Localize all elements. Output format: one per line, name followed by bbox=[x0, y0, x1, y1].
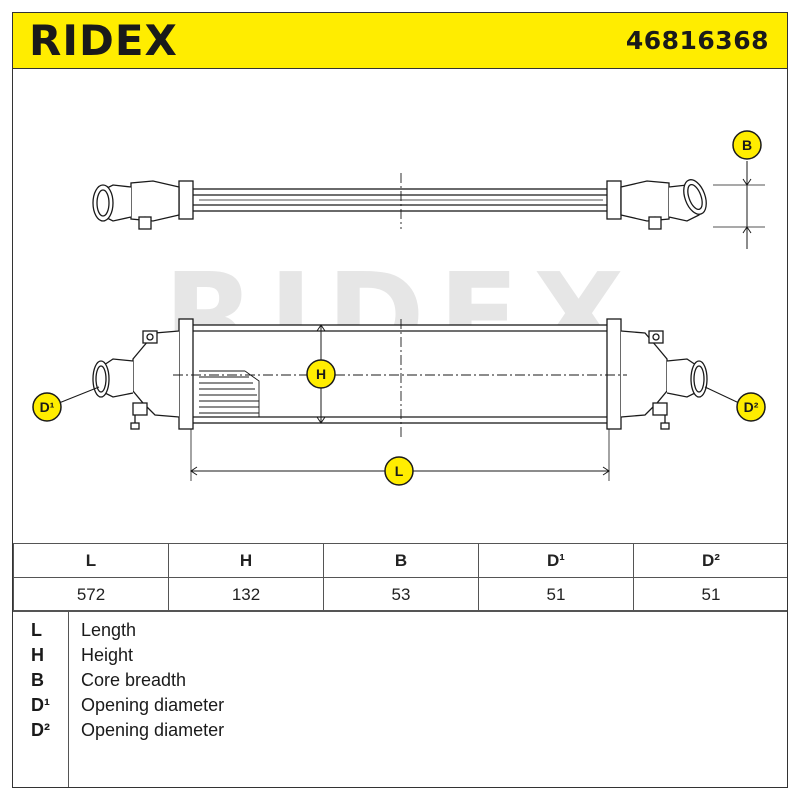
value-d1: 51 bbox=[478, 577, 634, 612]
value-h: 132 bbox=[168, 577, 324, 612]
legend-description: Opening diameter bbox=[81, 695, 225, 715]
part-number: 46816368 bbox=[625, 26, 769, 55]
header-d2: D² bbox=[633, 543, 787, 578]
badge-l: L bbox=[384, 456, 414, 486]
product-sheet: RIDEX 46816368 RIDEX bbox=[12, 12, 788, 788]
legend-description: Length bbox=[81, 620, 137, 640]
badge-d2: D² bbox=[736, 392, 766, 422]
dimensions-value-row: 572 132 53 51 51 bbox=[13, 577, 787, 612]
callout-d1 bbox=[58, 386, 100, 404]
callout-d2 bbox=[704, 386, 740, 404]
dimensions-table: L H B D¹ D² 572 132 53 51 51 bbox=[13, 543, 787, 612]
badge-d1: D¹ bbox=[32, 392, 62, 422]
legend-description: Height bbox=[81, 645, 134, 665]
svg-text:H: H bbox=[316, 366, 326, 382]
legend-code: D² bbox=[31, 720, 50, 740]
legend-item: B Core breadth bbox=[13, 670, 787, 695]
header-d1: D¹ bbox=[478, 543, 634, 578]
legend-item: H Height bbox=[13, 645, 787, 670]
legend-description: Core breadth bbox=[81, 670, 187, 690]
svg-text:D²: D² bbox=[744, 399, 759, 415]
technical-drawing: RIDEX bbox=[32, 130, 766, 486]
dimension-b bbox=[713, 161, 765, 249]
svg-text:L: L bbox=[395, 463, 404, 479]
header-h: H bbox=[168, 543, 324, 578]
legend-item: D² Opening diameter bbox=[13, 720, 787, 745]
front-view bbox=[92, 318, 708, 437]
top-view bbox=[92, 173, 707, 230]
header-b: B bbox=[323, 543, 479, 578]
value-d2: 51 bbox=[633, 577, 787, 612]
legend-code: H bbox=[31, 645, 44, 665]
header-l: L bbox=[13, 543, 169, 578]
legend-item: L Length bbox=[13, 620, 787, 645]
legend: L Length H Height B Core breadth D¹ Open… bbox=[13, 610, 787, 787]
legend-code: B bbox=[31, 670, 44, 690]
value-b: 53 bbox=[323, 577, 479, 612]
badge-b: B bbox=[732, 130, 762, 160]
header-bar: RIDEX 46816368 bbox=[13, 13, 787, 69]
svg-text:D¹: D¹ bbox=[40, 399, 55, 415]
legend-code: D¹ bbox=[31, 695, 50, 715]
brand-logo: RIDEX bbox=[29, 16, 178, 65]
legend-code: L bbox=[31, 620, 42, 640]
legend-item: D¹ Opening diameter bbox=[13, 695, 787, 720]
badge-h: H bbox=[306, 359, 336, 389]
dimensions-header-row: L H B D¹ D² bbox=[13, 543, 787, 578]
value-l: 572 bbox=[13, 577, 169, 612]
svg-text:B: B bbox=[742, 137, 752, 153]
legend-description: Opening diameter bbox=[81, 720, 225, 740]
legend-divider bbox=[68, 611, 69, 787]
